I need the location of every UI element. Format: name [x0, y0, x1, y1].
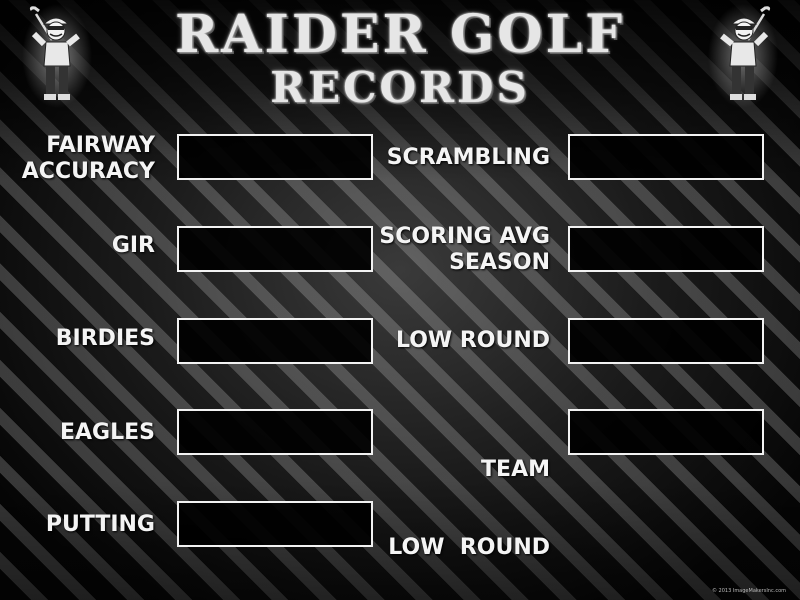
record-label-putting: PUTTING	[45, 512, 155, 537]
record-value-team-low-round	[568, 409, 764, 455]
golfer-mascot-icon	[22, 4, 92, 108]
board-subtitle: RECORDS	[270, 63, 530, 112]
record-value-scoring-avg-season	[568, 226, 764, 272]
record-value-putting	[177, 501, 373, 547]
golfer-mascot-icon	[708, 4, 778, 108]
record-value-fairway-accuracy	[177, 134, 373, 180]
record-value-eagles	[177, 409, 373, 455]
record-label-team-low-round: TEAM LOW ROUND	[388, 457, 550, 560]
record-label-scoring-avg-season: SCORING AVG SEASON	[379, 224, 550, 275]
record-label-gir: GIR	[111, 233, 155, 258]
board-title: RAIDER GOLF	[174, 4, 626, 65]
record-value-scrambling	[568, 134, 764, 180]
copyright-text: © 2013 ImageMakersInc.com	[711, 588, 786, 594]
record-label-eagles: EAGLES	[59, 420, 155, 445]
record-label-low-round: LOW ROUND	[395, 328, 550, 353]
record-label-scrambling: SCRAMBLING	[386, 145, 550, 170]
record-value-gir	[177, 226, 373, 272]
record-label-fairway-accuracy: FAIRWAY ACCURACY	[21, 133, 155, 184]
record-label-birdies: BIRDIES	[55, 326, 155, 351]
record-value-birdies	[177, 318, 373, 364]
record-value-low-round	[568, 318, 764, 364]
